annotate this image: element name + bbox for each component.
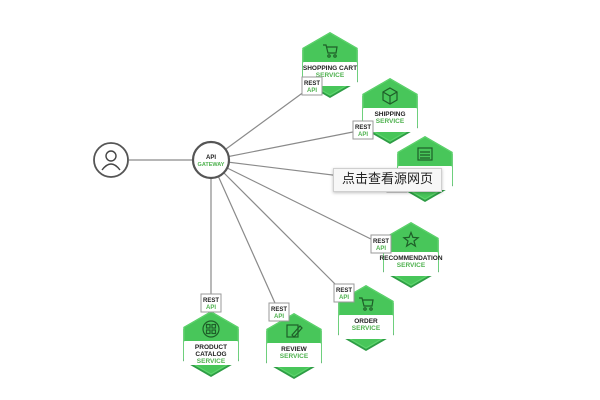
api-label: API — [307, 88, 317, 94]
badge-box — [200, 293, 222, 313]
service-name: SHIPPING — [374, 111, 405, 118]
order-connector — [210, 159, 345, 294]
grid-cell-2 — [211, 323, 217, 329]
grid-icon — [202, 320, 220, 338]
list-frame — [417, 147, 433, 161]
service-kind: SERVICE — [316, 72, 345, 79]
badge-box — [301, 76, 323, 96]
api-label: API — [274, 314, 284, 320]
service-name: ORDER — [354, 318, 378, 325]
service-kind: SERVICE — [376, 118, 405, 125]
service-name: SHOPPING CART — [303, 65, 357, 72]
service-kind: SERVICE — [352, 325, 381, 332]
hex-highlight — [266, 313, 322, 377]
view-source-tooltip[interactable]: 点击查看源网页 — [333, 168, 443, 192]
grid-cell-4 — [211, 329, 217, 335]
edit-pencil — [291, 325, 303, 338]
shipping-connector — [210, 129, 364, 161]
label-panel — [184, 341, 238, 365]
badge-box — [352, 120, 374, 140]
api-label: API — [376, 246, 386, 252]
api-label: API — [206, 305, 216, 311]
rest-label: REST — [203, 298, 219, 304]
badge-box — [268, 302, 290, 322]
rest-label: REST — [373, 239, 389, 245]
cart-icon — [323, 44, 338, 58]
label-panel — [339, 315, 393, 339]
rest-label: REST — [355, 125, 371, 131]
badge-box — [370, 234, 392, 254]
service-kind: SERVICE — [197, 358, 226, 365]
hex-highlight — [183, 311, 239, 375]
recommendation-connector — [210, 159, 382, 245]
api-label: API — [339, 295, 349, 301]
gateway-sublabel: GATEWAY — [198, 162, 225, 168]
shopping-cart-connector — [210, 85, 313, 161]
api-label: API — [358, 132, 368, 138]
service-name: CATALOG — [195, 351, 226, 358]
user-icon — [101, 150, 121, 171]
rest-label: REST — [336, 288, 352, 294]
cart-wheel-right — [369, 307, 373, 311]
star-shape — [402, 230, 420, 248]
badge-box — [333, 283, 355, 303]
service-name: PRODUCT — [195, 344, 227, 351]
grid-ring — [202, 320, 220, 338]
label-panel — [384, 252, 438, 276]
cart-wheel-left — [327, 54, 331, 58]
service-kind: SERVICE — [280, 353, 309, 360]
user-shoulders — [101, 163, 121, 171]
edit-icon — [286, 324, 303, 338]
label-panel — [267, 343, 321, 367]
gateway-label: API — [206, 155, 216, 161]
hex-highlight — [302, 32, 358, 96]
review-connector — [210, 159, 280, 313]
cart-wheel-left — [363, 307, 367, 311]
box-edges — [382, 91, 398, 104]
cart-body — [323, 44, 338, 54]
service-kind: SERVICE — [397, 262, 426, 269]
hex-highlight — [362, 78, 418, 142]
user-head — [105, 150, 117, 162]
service-name: RECOMMENDATION — [379, 255, 442, 262]
list-lines — [420, 151, 430, 159]
client-circle — [93, 142, 129, 178]
cart-body — [359, 297, 374, 307]
label-panel — [363, 108, 417, 132]
service-name: REVIEW — [281, 346, 308, 353]
hex-highlight — [397, 136, 453, 200]
cart-wheel-right — [333, 54, 337, 58]
rest-label: REST — [271, 307, 287, 313]
star-icon — [402, 230, 420, 248]
list-icon — [417, 147, 433, 161]
rest-label: REST — [304, 81, 320, 87]
grid-cell-3 — [205, 329, 211, 335]
package-icon — [382, 87, 398, 105]
gateway-circle — [191, 140, 231, 180]
edit-page — [286, 324, 299, 338]
grid-cell-1 — [205, 323, 211, 329]
client-node — [93, 142, 129, 178]
cart-icon — [359, 297, 374, 311]
